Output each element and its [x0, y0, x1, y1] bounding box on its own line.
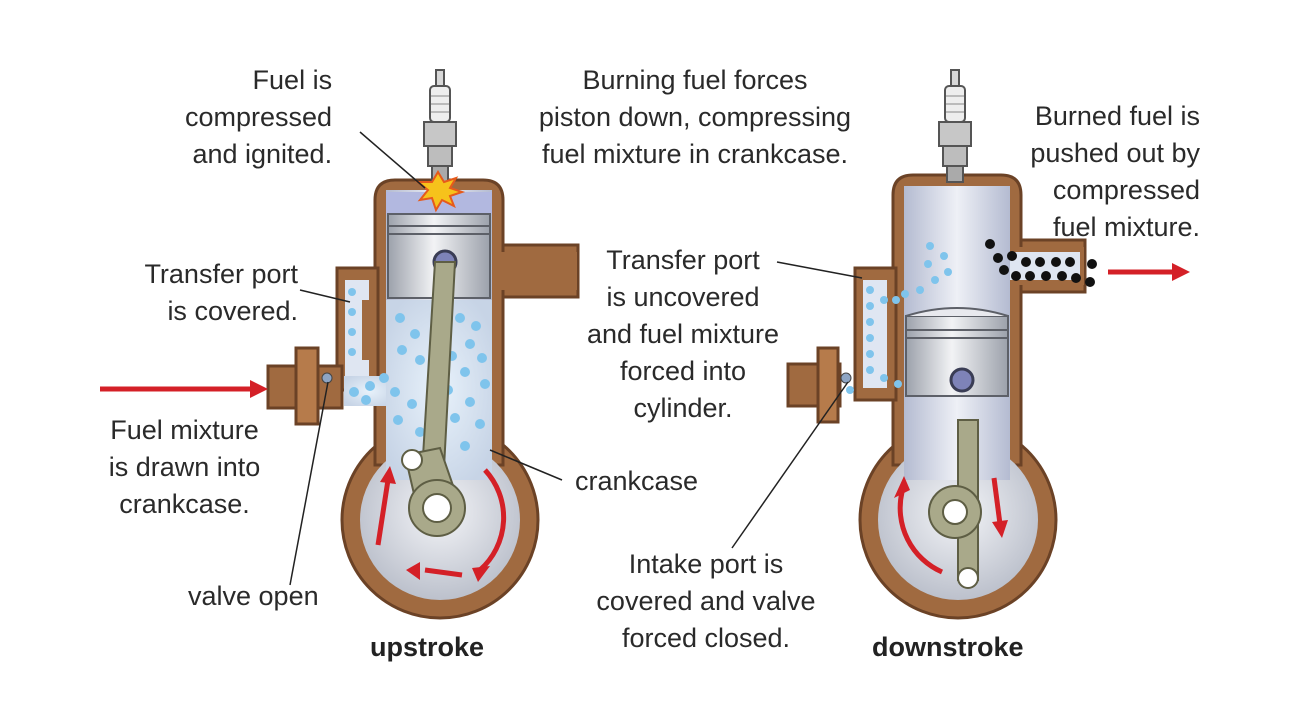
caption-downstroke: downstroke	[872, 632, 1024, 662]
downstroke-engine	[786, 69, 1190, 620]
label-valve-open: valve open	[188, 581, 319, 611]
burned-fuel-dots	[985, 239, 1097, 287]
arrow-right-icon	[1172, 263, 1190, 281]
spark-plug-icon	[423, 69, 457, 183]
caption-upstroke: upstroke	[370, 632, 485, 662]
arrow-right-icon	[250, 380, 268, 398]
leader-lines	[289, 131, 863, 586]
upstroke-engine	[100, 69, 580, 620]
fuel-dots-left	[348, 288, 490, 451]
fuel-dots-right	[846, 242, 952, 394]
label-crankcase: crankcase	[575, 466, 699, 496]
spark-plug-icon	[938, 69, 972, 183]
